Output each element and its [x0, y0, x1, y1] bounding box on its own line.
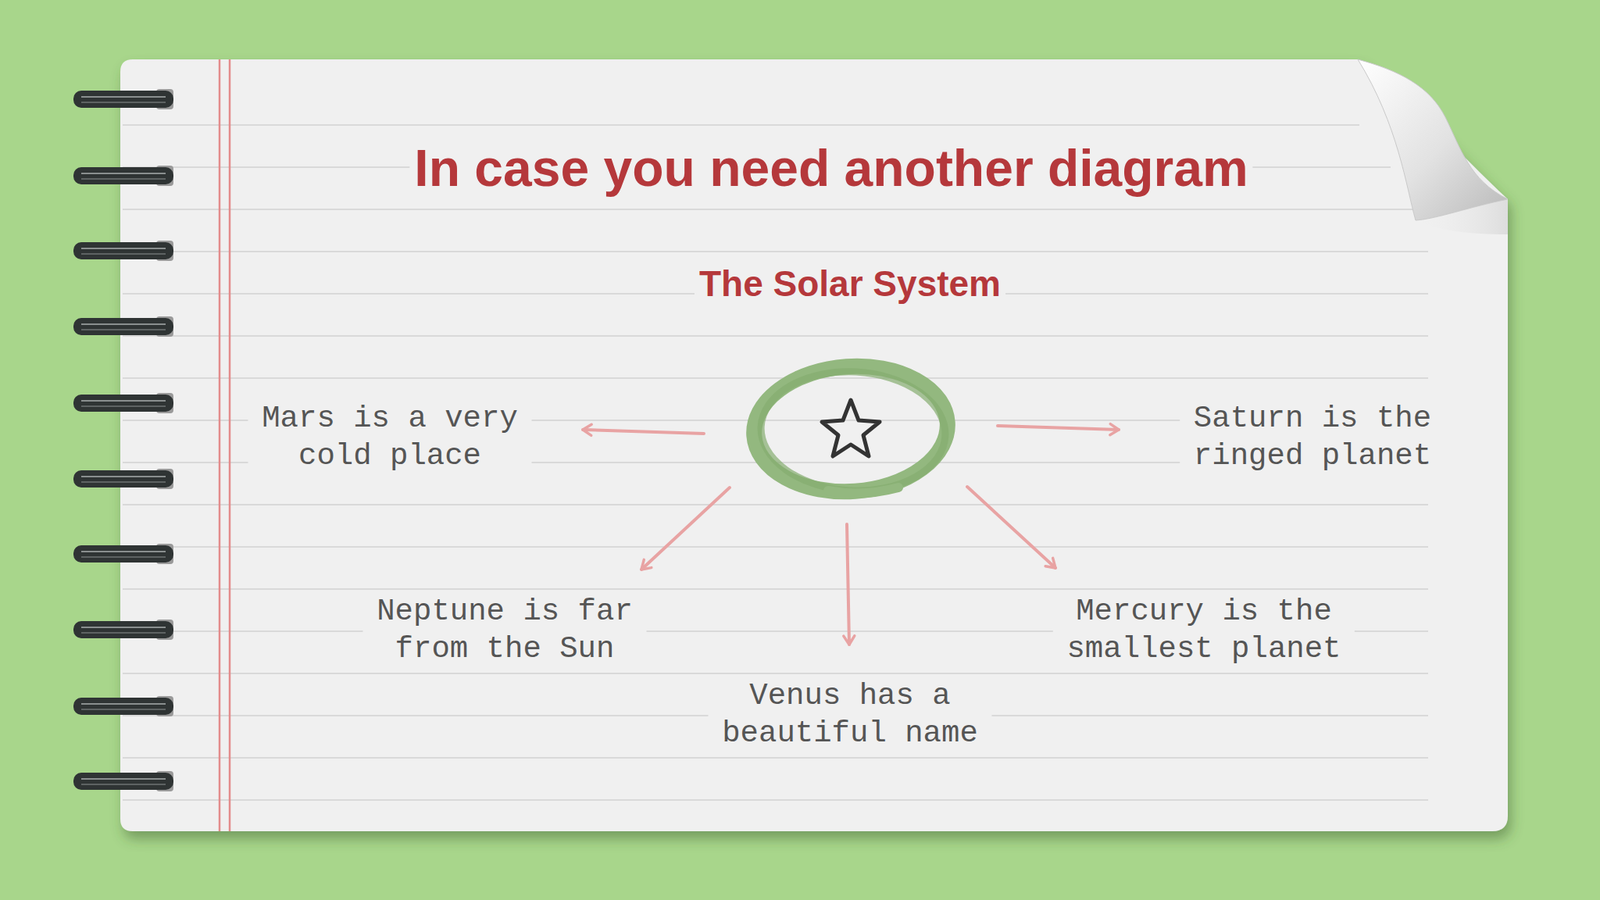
- arrow: [641, 487, 730, 570]
- margin-lines: [219, 59, 230, 832]
- page-curl: [1357, 59, 1508, 221]
- curl-shadow: [1415, 199, 1508, 235]
- planet-note: Neptune is far from the Sun: [362, 592, 647, 668]
- planet-note: Mercury is the smallest planet: [1053, 592, 1355, 668]
- arrows: [582, 425, 1119, 645]
- planet-note: Venus has a beautiful name: [707, 677, 992, 753]
- arrow: [582, 429, 704, 434]
- planet-note: Saturn is the ringed planet: [1179, 400, 1446, 475]
- arrow: [997, 425, 1119, 430]
- subtitle: The Solar System: [694, 264, 1006, 304]
- notebook-page: [120, 59, 1508, 832]
- slide-title: In case you need another diagram: [409, 139, 1253, 197]
- spiral-rings: [73, 89, 174, 792]
- arrow: [967, 486, 1056, 568]
- sun-symbol: [750, 360, 953, 499]
- arrow: [846, 524, 850, 645]
- planet-note: Mars is a very cold place: [247, 400, 532, 475]
- star-icon: [821, 400, 880, 457]
